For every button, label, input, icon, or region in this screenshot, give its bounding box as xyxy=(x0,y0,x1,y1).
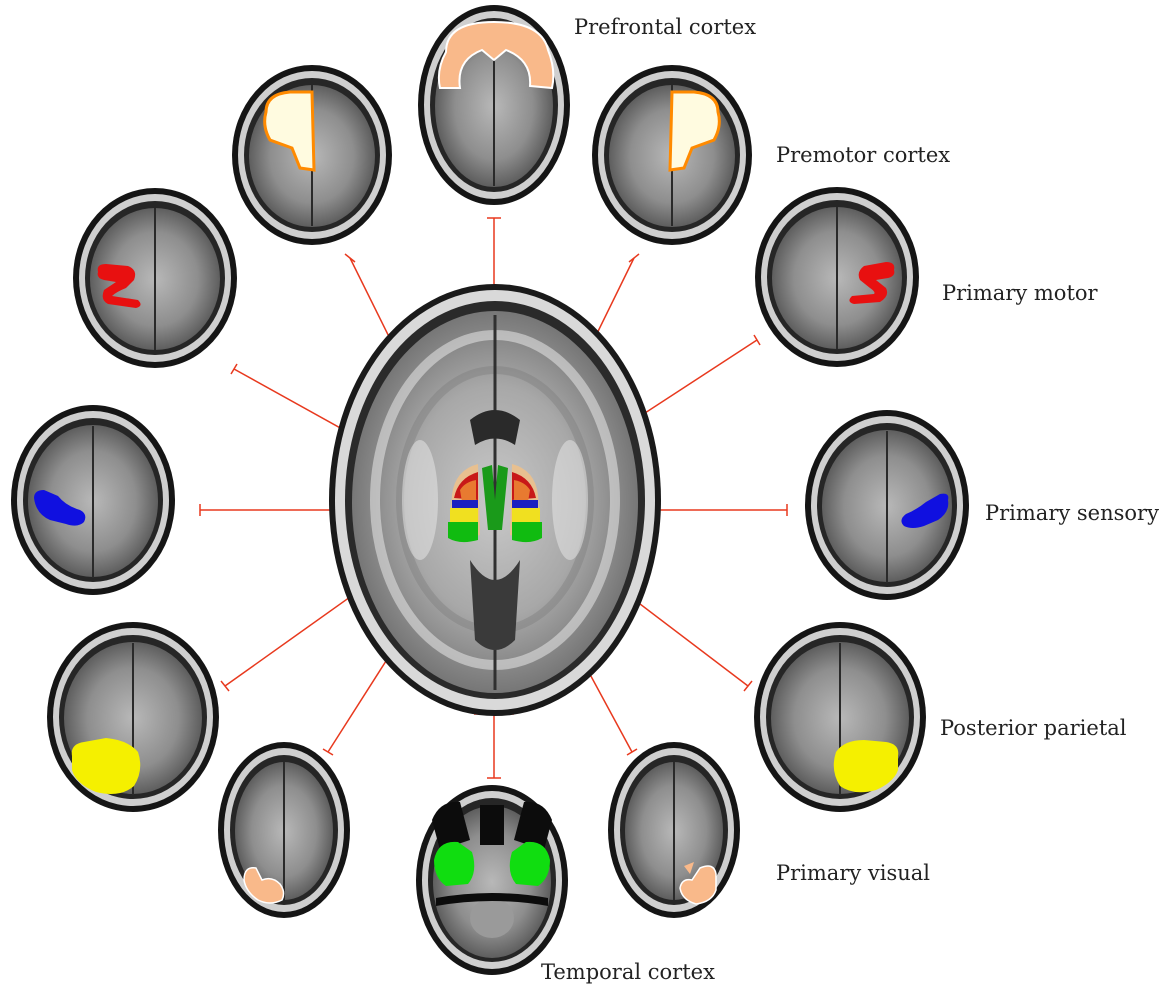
brain-prefrontal xyxy=(418,5,570,205)
brain-motor-right xyxy=(755,187,919,367)
brain-premotor-left xyxy=(232,65,392,245)
striatum-left-green xyxy=(448,522,478,542)
striatum-right-blue xyxy=(512,500,538,508)
brain-temporal xyxy=(416,785,568,975)
brain-sensory-left xyxy=(11,405,175,595)
brain-sensory-right xyxy=(805,410,969,600)
brain-parietal-left xyxy=(47,622,219,812)
label-temporal: Temporal cortex xyxy=(541,960,715,984)
label-premotor: Premotor cortex xyxy=(776,143,950,167)
label-primary-visual: Primary visual xyxy=(776,861,930,885)
striatum-right-green xyxy=(512,522,542,542)
brain-motor-left xyxy=(73,188,237,368)
label-primary-sensory: Primary sensory xyxy=(985,501,1159,525)
striatum-left-yellow xyxy=(450,508,478,522)
brain-premotor-right xyxy=(592,65,752,245)
label-prefrontal: Prefrontal cortex xyxy=(574,15,756,39)
brain-parietal-right xyxy=(754,622,926,812)
brain-visual-right xyxy=(608,742,740,918)
label-primary-motor: Primary motor xyxy=(942,281,1099,305)
striatum-left-blue xyxy=(452,500,478,508)
label-posterior-parietal: Posterior parietal xyxy=(940,716,1127,740)
brain-visual-left xyxy=(218,742,350,918)
striatum-right-yellow xyxy=(512,508,540,522)
